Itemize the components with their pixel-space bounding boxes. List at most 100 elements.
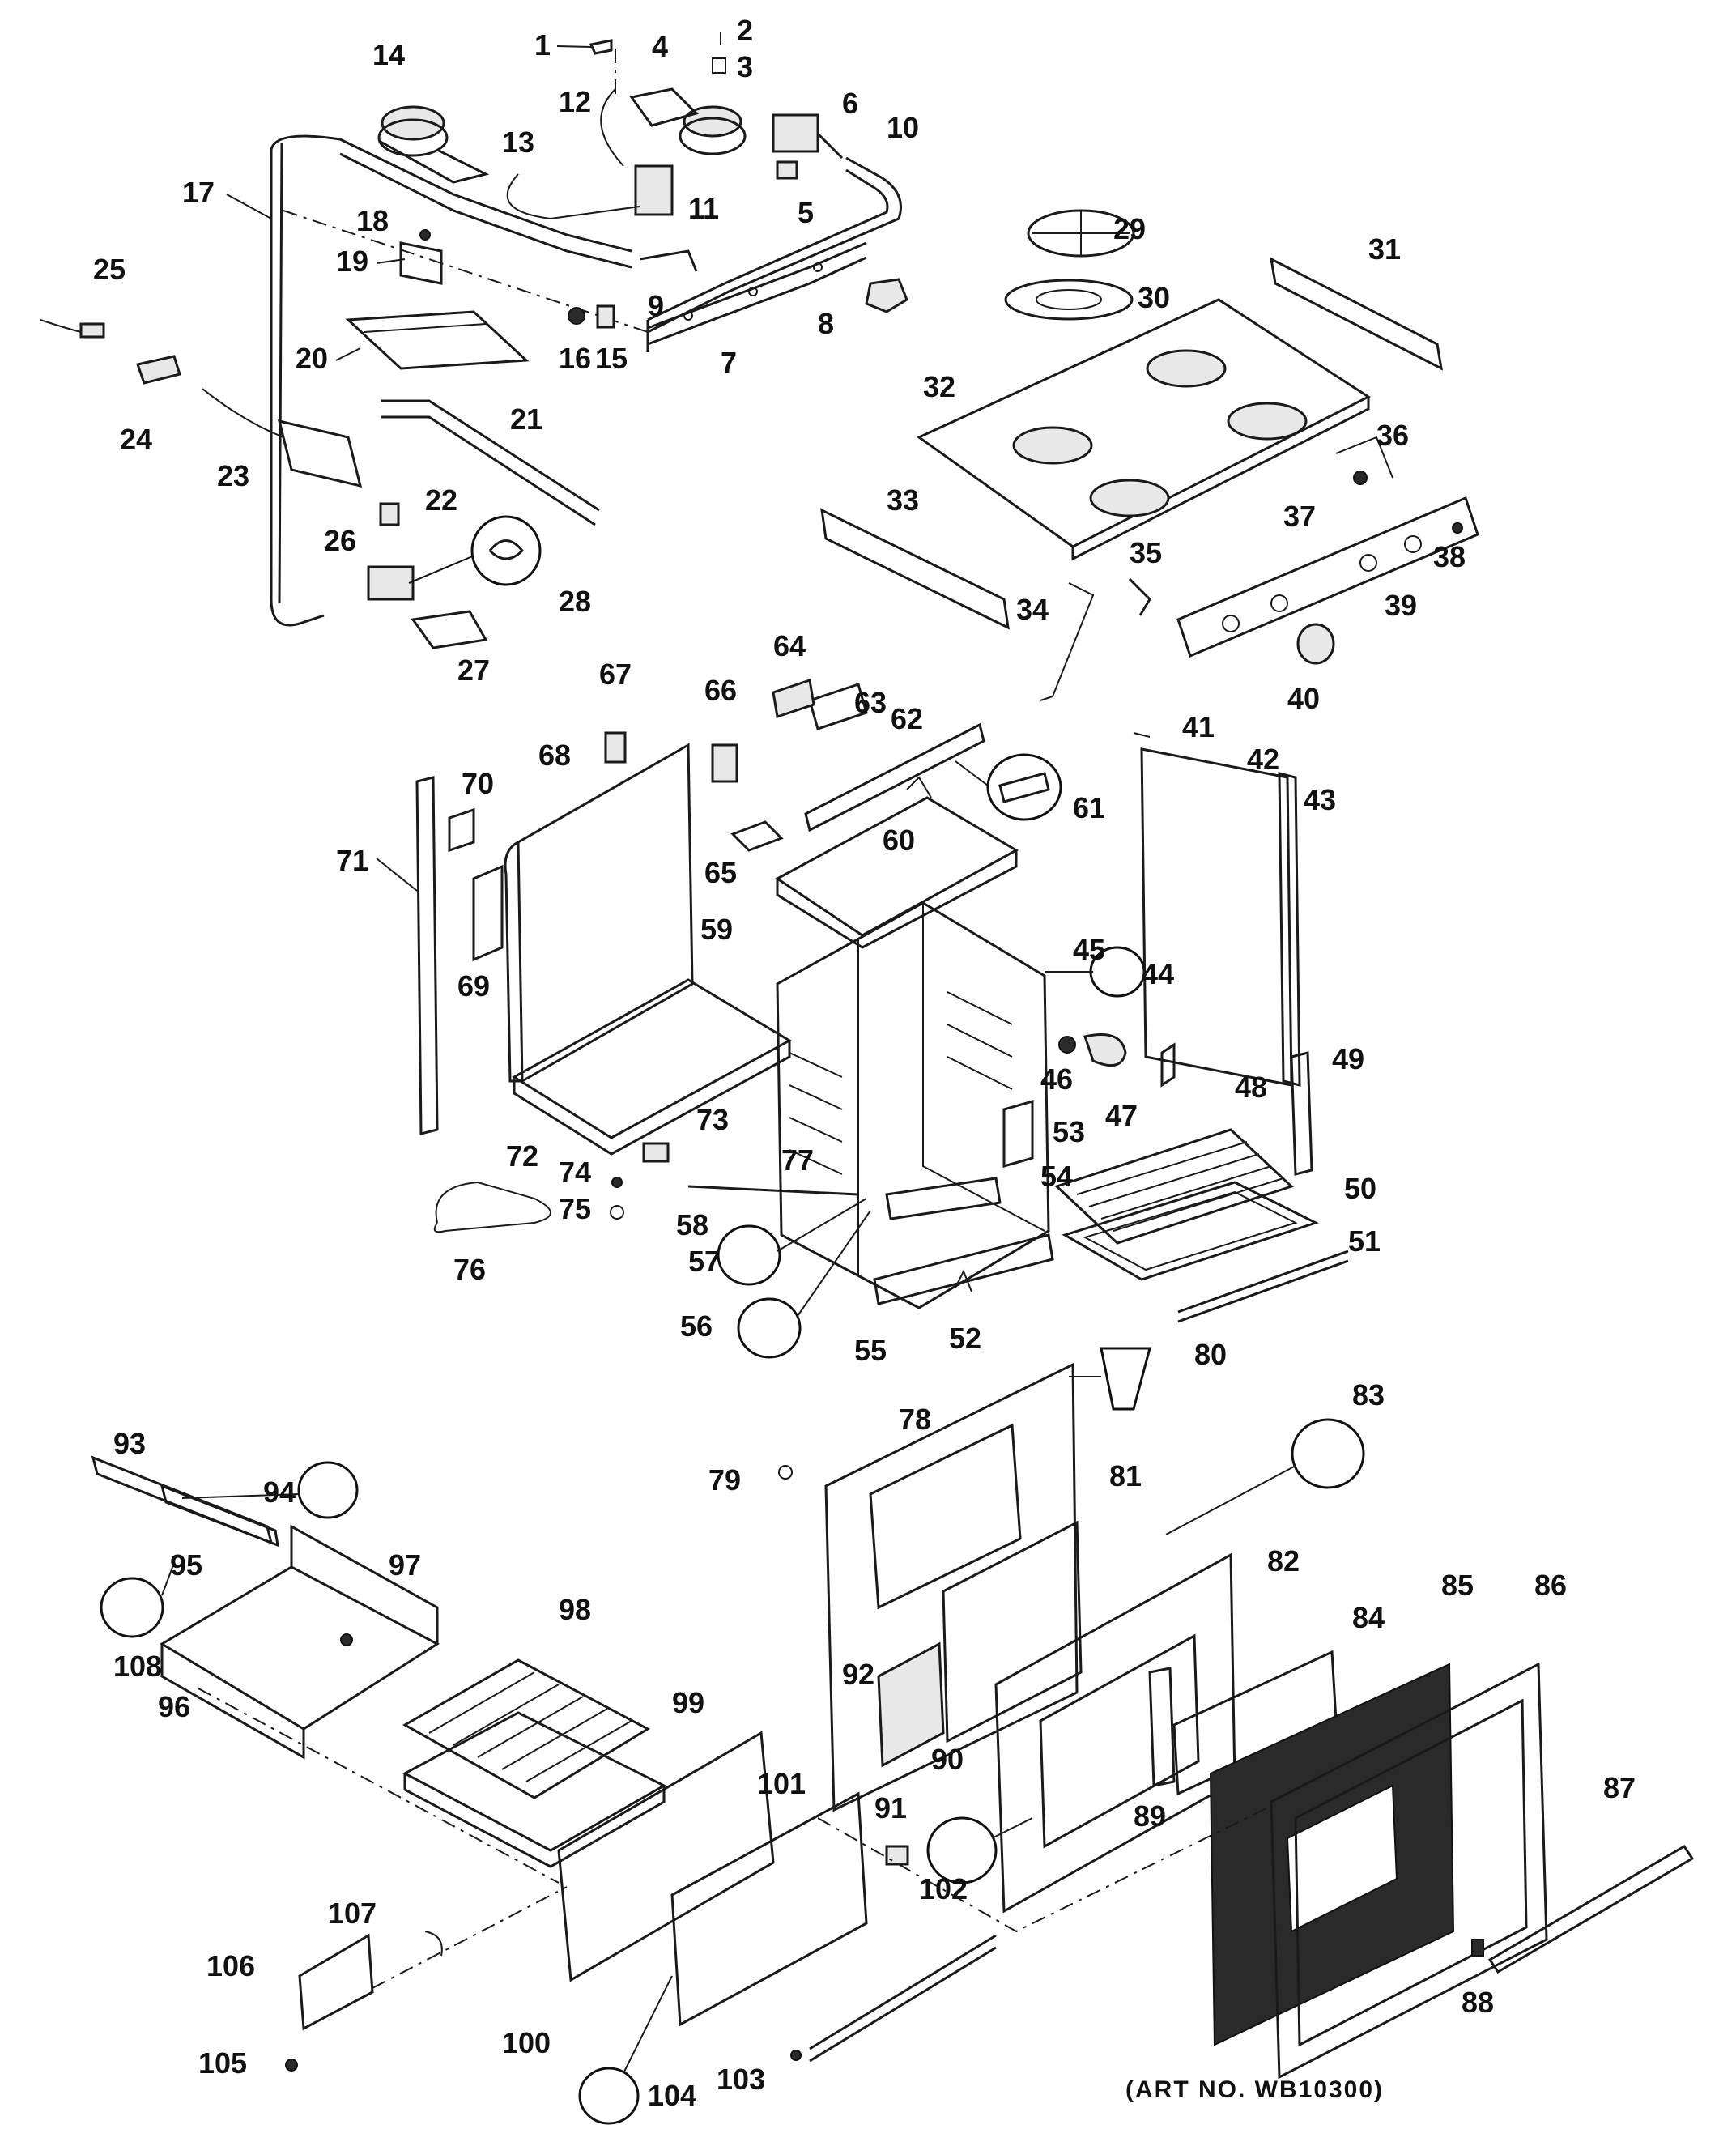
label-17: 17 [182,176,215,209]
insulation-92 [877,1641,945,1768]
label-81: 81 [1109,1459,1142,1492]
cord-76 [433,1181,551,1233]
trim-33 [820,508,1010,630]
label-72: 72 [506,1139,538,1173]
label-57: 57 [688,1245,721,1278]
tube-10-b [647,168,889,321]
label-60: 60 [883,824,915,857]
frame-86-inner [1294,1698,1528,2047]
strip-49 [1290,1051,1313,1176]
label-22: 22 [425,483,457,517]
label-89: 89 [1134,1799,1166,1833]
label-67: 67 [599,658,632,691]
label-86: 86 [1534,1569,1567,1602]
clip-66 [711,743,738,783]
burner-opening [1227,402,1308,441]
label-49: 49 [1332,1042,1364,1075]
leader [376,258,406,264]
lead-57 [777,1198,867,1252]
callout-61 [986,753,1062,821]
label-103: 103 [717,2063,765,2096]
connector-24 [136,355,181,385]
label-29: 29 [1113,212,1146,245]
callout-28 [470,515,542,586]
label-34: 34 [1016,593,1049,626]
label-59: 59 [700,913,733,946]
door-dash-outline [817,1805,1272,1933]
leader [556,45,592,48]
broiler-body-96-wall [290,1524,439,1644]
label-66: 66 [704,674,737,707]
socket-46 [1058,1036,1076,1054]
pan-50 [1062,1181,1319,1281]
drawer-dash-outline [198,1688,560,1884]
strip-71 [415,776,439,1135]
strip-43 [1278,772,1301,1087]
label-108: 108 [113,1650,162,1683]
label-7: 7 [721,346,737,379]
clip-35 [1128,577,1151,616]
rail-95 [160,1484,279,1548]
door-liner-82 [994,1552,1236,1914]
label-69: 69 [457,969,490,1003]
clip-88 [1471,1939,1484,1957]
lead-56 [797,1210,871,1317]
screw-18 [419,229,431,241]
label-90: 90 [931,1743,964,1776]
broiler-body-96 [160,1565,440,1731]
screw-38 [1452,522,1463,534]
side-panel-68 [517,743,694,1084]
label-95: 95 [170,1548,202,1582]
label-63: 63 [854,686,887,719]
burner-opening [1146,349,1227,388]
burner-4-base [679,117,747,155]
tube-10 [647,156,902,334]
broiler-body-96-front [160,1644,305,1760]
label-96: 96 [158,1690,190,1723]
switch-37 [1353,471,1368,485]
art-number: (ART NO. WB10300) [1125,2076,1384,2103]
drip-bowl-30-inner [1036,289,1102,310]
label-53: 53 [1053,1115,1085,1148]
burner-manifold-group [40,32,908,649]
spring-36 [1335,436,1393,479]
label-62: 62 [891,702,923,735]
screw-105 [285,2059,298,2072]
rack-supports-right [947,991,1013,1090]
label-77: 77 [781,1143,814,1177]
burner-14-base [377,118,449,157]
label-65: 65 [704,856,737,889]
pipe-7-b [647,256,867,346]
label-68: 68 [538,739,571,772]
tube-17-inner [278,142,283,604]
lead-104 [623,1975,673,2074]
bracket-64 [772,679,815,718]
valve-6-stem [816,132,844,160]
door-liner-82-window [1039,1633,1200,1849]
kick-plate-55 [873,1233,1054,1305]
label-2: 2 [737,14,753,47]
lead-90 [991,1817,1033,1839]
bracket-69 [472,864,504,962]
pipe-hole [813,262,823,272]
drip-bowl-30 [1004,279,1134,321]
inner-door-78 [824,1362,1079,1812]
shield-20-fold [364,323,487,333]
glass-81 [942,1520,1083,1744]
valve-8 [865,278,908,313]
handle-87 [1487,1844,1695,1974]
valve-6 [772,113,819,153]
label-11: 11 [688,192,719,225]
rod-34 [1040,582,1095,701]
rod-102-b [809,1946,997,2063]
label-48: 48 [1235,1071,1267,1104]
screw-97 [340,1633,353,1646]
plug-25-cord [40,319,82,333]
label-97: 97 [389,1548,421,1582]
leader [376,858,418,892]
manifold-tube-top [339,138,632,253]
label-36: 36 [1376,419,1409,452]
knob-hole [1404,535,1422,553]
